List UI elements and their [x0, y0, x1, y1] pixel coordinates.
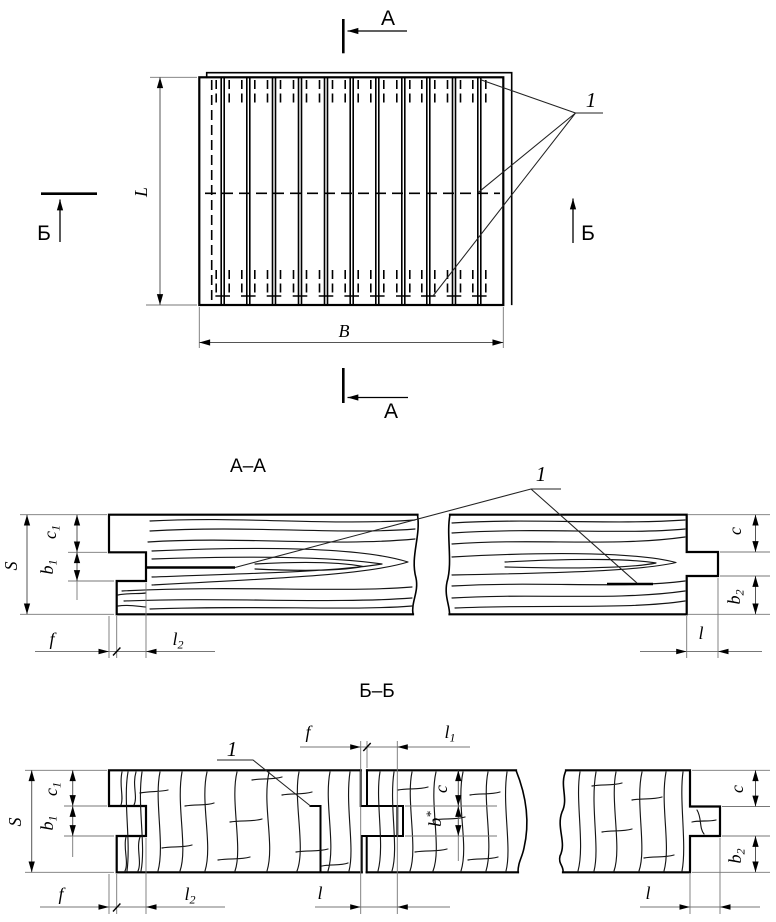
extension-lines: [146, 76, 504, 348]
bb-wood-grain-middle: [377, 771, 509, 872]
callout-label-aa: 1: [536, 462, 547, 486]
bb-callout-leader: [217, 759, 311, 807]
section-label-B-left: Б: [37, 222, 51, 245]
aa-right-piece-outline: [448, 513, 720, 616]
section-mark-A-top: А: [342, 7, 407, 54]
bb-dim-label-c-mid: c: [431, 785, 451, 793]
bb-dim-label-b-star: b*: [423, 811, 445, 827]
aa-dim-slash-f: [112, 647, 121, 656]
section-view-aa: А–А S c1 b1 f l2 c b2 l: [1, 456, 770, 658]
bb-dim-label-c1: c1: [41, 782, 64, 796]
bb-dim-label-l-right: l: [645, 883, 650, 903]
bb-break-line-right: [558, 769, 567, 874]
dim-label-B: B: [339, 321, 350, 341]
bb-dim-label-l2: l2: [184, 884, 195, 907]
section-bb-title: Б–Б: [359, 681, 395, 702]
bb-glue-edge-line: [309, 805, 322, 873]
dim-label-L: L: [131, 187, 151, 198]
callout-leader-lines: [432, 79, 603, 297]
bb-wood-grain-right: [577, 771, 717, 872]
section-label-A-bottom: А: [384, 400, 398, 423]
aa-break-line-left: [411, 513, 419, 616]
aa-dim-label-S: S: [1, 562, 21, 571]
section-mark-B-left: Б: [37, 192, 97, 245]
aa-dim-label-b1: b1: [37, 560, 60, 575]
bb-dim-label-l-mid: l: [317, 883, 322, 903]
aa-dim-label-b2: b2: [724, 590, 747, 605]
bb-break-line-middle: [515, 769, 528, 874]
aa-dim-label-c1: c1: [40, 525, 63, 539]
section-label-A-top: А: [381, 7, 395, 30]
section-mark-B-right: Б: [569, 198, 595, 245]
board-joint-lines: [220, 76, 482, 306]
bb-right-piece-outline: [561, 769, 722, 874]
aa-dim-label-c: c: [725, 527, 745, 535]
bb-dim-label-l1: l1: [444, 722, 455, 745]
aa-dim-label-l: l: [698, 623, 703, 643]
aa-extension-lines: [20, 514, 770, 658]
bb-extension-lines: [25, 741, 770, 914]
callout-label-plan: 1: [586, 88, 597, 112]
section-view-bb: Б–Б S c1 b1 f: [5, 681, 770, 914]
bb-left-piece-outline: [107, 769, 363, 874]
aa-break-line-right: [445, 513, 451, 616]
section-mark-A-bottom: А: [342, 368, 408, 423]
section-aa-title: А–А: [230, 456, 266, 477]
aa-wood-grain-left: [117, 518, 416, 610]
back-layer-edge: [205, 71, 513, 306]
aa-dim-label-f: f: [49, 629, 57, 649]
aa-callout-leaders: [234, 488, 638, 584]
bb-dim-label-c-right: c: [727, 785, 747, 793]
bb-dim-label-f-left: f: [58, 884, 66, 904]
callout-label-bb: 1: [227, 737, 238, 761]
section-label-B-right: Б: [581, 222, 595, 245]
bb-dim-label-f-top: f: [305, 722, 313, 742]
bb-middle-piece-outline: [365, 769, 520, 874]
bb-wood-grain-left: [120, 771, 352, 872]
bb-dim-label-b2: b2: [725, 849, 748, 864]
plan-view: L B А А Б Б 1: [37, 7, 603, 423]
bb-dim-slashes: [112, 742, 372, 912]
bb-dim-label-b1: b1: [37, 816, 60, 831]
aa-dim-label-l2: l2: [172, 629, 183, 652]
panel-outline: [198, 76, 505, 307]
bb-dim-label-S: S: [5, 818, 25, 827]
